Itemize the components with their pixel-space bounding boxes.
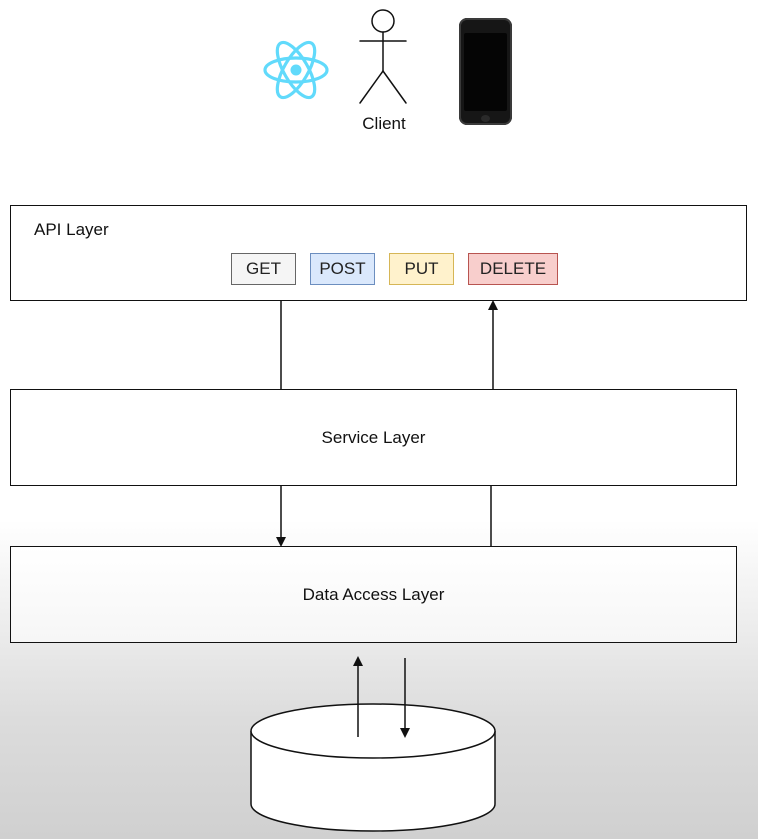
actor-icon — [359, 9, 407, 104]
data-access-layer-box: Data Access Layer — [10, 546, 737, 643]
method-get-badge: GET — [231, 253, 296, 285]
database-cylinder-icon — [250, 703, 496, 832]
service-layer-title: Service Layer — [321, 427, 426, 447]
api-layer-box: API Layer GET POST PUT DELETE — [10, 205, 747, 301]
react-logo-icon — [263, 40, 329, 100]
phone-screen — [464, 33, 507, 111]
data-access-layer-title: Data Access Layer — [302, 584, 445, 604]
method-put-badge: PUT — [389, 253, 454, 285]
phone-icon — [459, 18, 512, 125]
phone-home-button — [481, 115, 490, 122]
method-post-badge: POST — [310, 253, 375, 285]
client-label: Client — [362, 114, 406, 133]
service-layer-box: Service Layer — [10, 389, 737, 486]
method-delete-badge: DELETE — [468, 253, 558, 285]
api-layer-title: API Layer — [34, 220, 109, 239]
